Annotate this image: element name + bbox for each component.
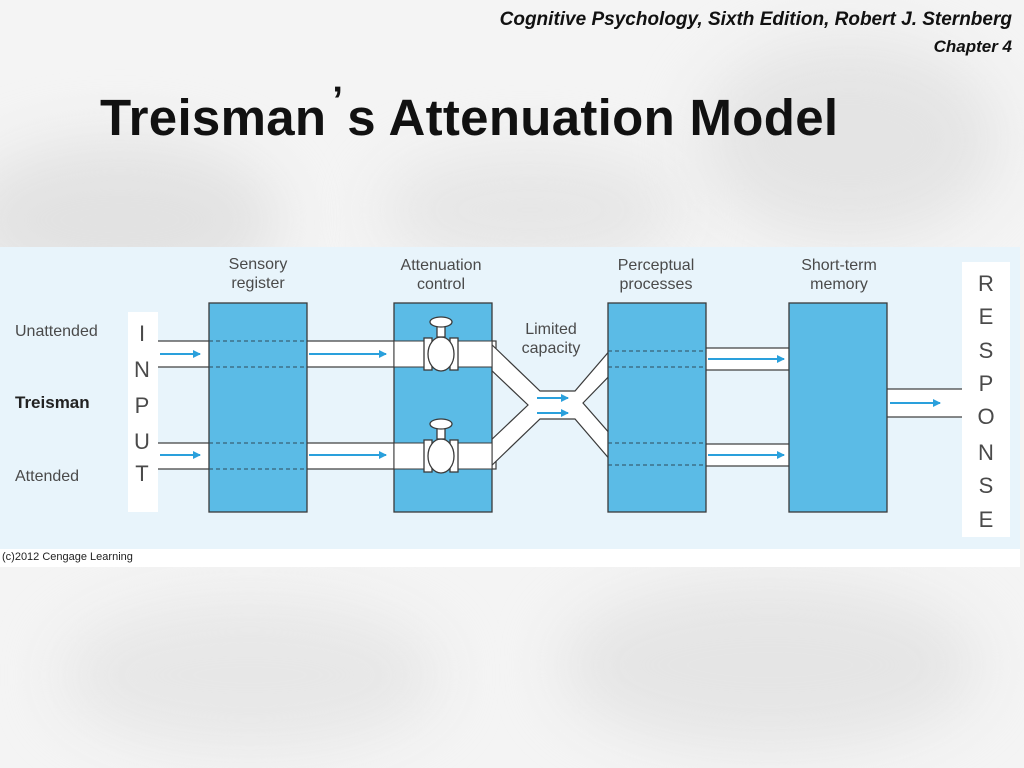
flow-arrows	[160, 350, 941, 459]
label-short-term-memory-1: Short-term	[801, 257, 877, 274]
input-letter: N	[134, 357, 150, 382]
label-sensory-register-2: register	[231, 275, 285, 292]
input-letter: T	[135, 461, 148, 486]
background-shape	[700, 40, 1000, 240]
label-short-term-memory-2: memory	[810, 276, 868, 293]
input-letters: I N P U T	[134, 321, 150, 486]
title-rest: s Attenuation Model	[347, 89, 839, 146]
response-letter: S	[979, 338, 994, 363]
sensory-register-box	[208, 302, 308, 513]
chapter-label: Chapter 4	[933, 37, 1012, 56]
label-unattended: Unattended	[15, 323, 98, 340]
input-letter: P	[135, 393, 150, 418]
book-reference: Cognitive Psychology, Sixth Edition, Rob…	[499, 9, 1012, 30]
dashed-channel-lines	[209, 340, 706, 470]
label-limited-capacity-1: Limited	[525, 321, 577, 338]
background-shape	[560, 580, 980, 750]
response-letter: R	[978, 271, 994, 296]
response-letter: P	[979, 371, 994, 396]
slide-title: Treisman’s Attenuation Model	[100, 80, 839, 147]
input-bar	[128, 312, 158, 512]
response-letter: E	[979, 304, 994, 329]
lower-valve-icon	[423, 418, 459, 474]
input-letter: I	[139, 321, 145, 346]
copyright-caption: (c)2012 Cengage Learning	[2, 551, 133, 563]
label-sensory-register-1: Sensory	[229, 256, 288, 273]
response-letter: E	[979, 507, 994, 532]
response-letter: O	[977, 404, 994, 429]
short-term-memory-box	[788, 302, 888, 513]
background-shape	[60, 600, 440, 750]
limited-capacity-channel	[487, 339, 619, 471]
label-attenuation-control-1: Attenuation	[401, 257, 482, 274]
caption-strip	[0, 549, 1020, 567]
title-name: Treisman	[100, 89, 327, 146]
label-attended: Attended	[15, 468, 79, 485]
response-letters: R E S P O N S E	[977, 271, 994, 532]
response-letter: N	[978, 440, 994, 465]
label-perceptual-processes-1: Perceptual	[618, 257, 695, 274]
title-apostrophe: ’	[332, 80, 344, 122]
perceptual-processes-box	[607, 302, 707, 513]
label-limited-capacity-2: capacity	[522, 340, 581, 357]
upper-valve-icon	[423, 316, 459, 372]
label-treisman: Treisman	[15, 393, 90, 412]
label-attenuation-control-2: control	[417, 276, 465, 293]
label-perceptual-processes-2: processes	[620, 276, 693, 293]
response-letter: S	[979, 473, 994, 498]
input-letter: U	[134, 429, 150, 454]
response-bar	[962, 262, 1010, 537]
